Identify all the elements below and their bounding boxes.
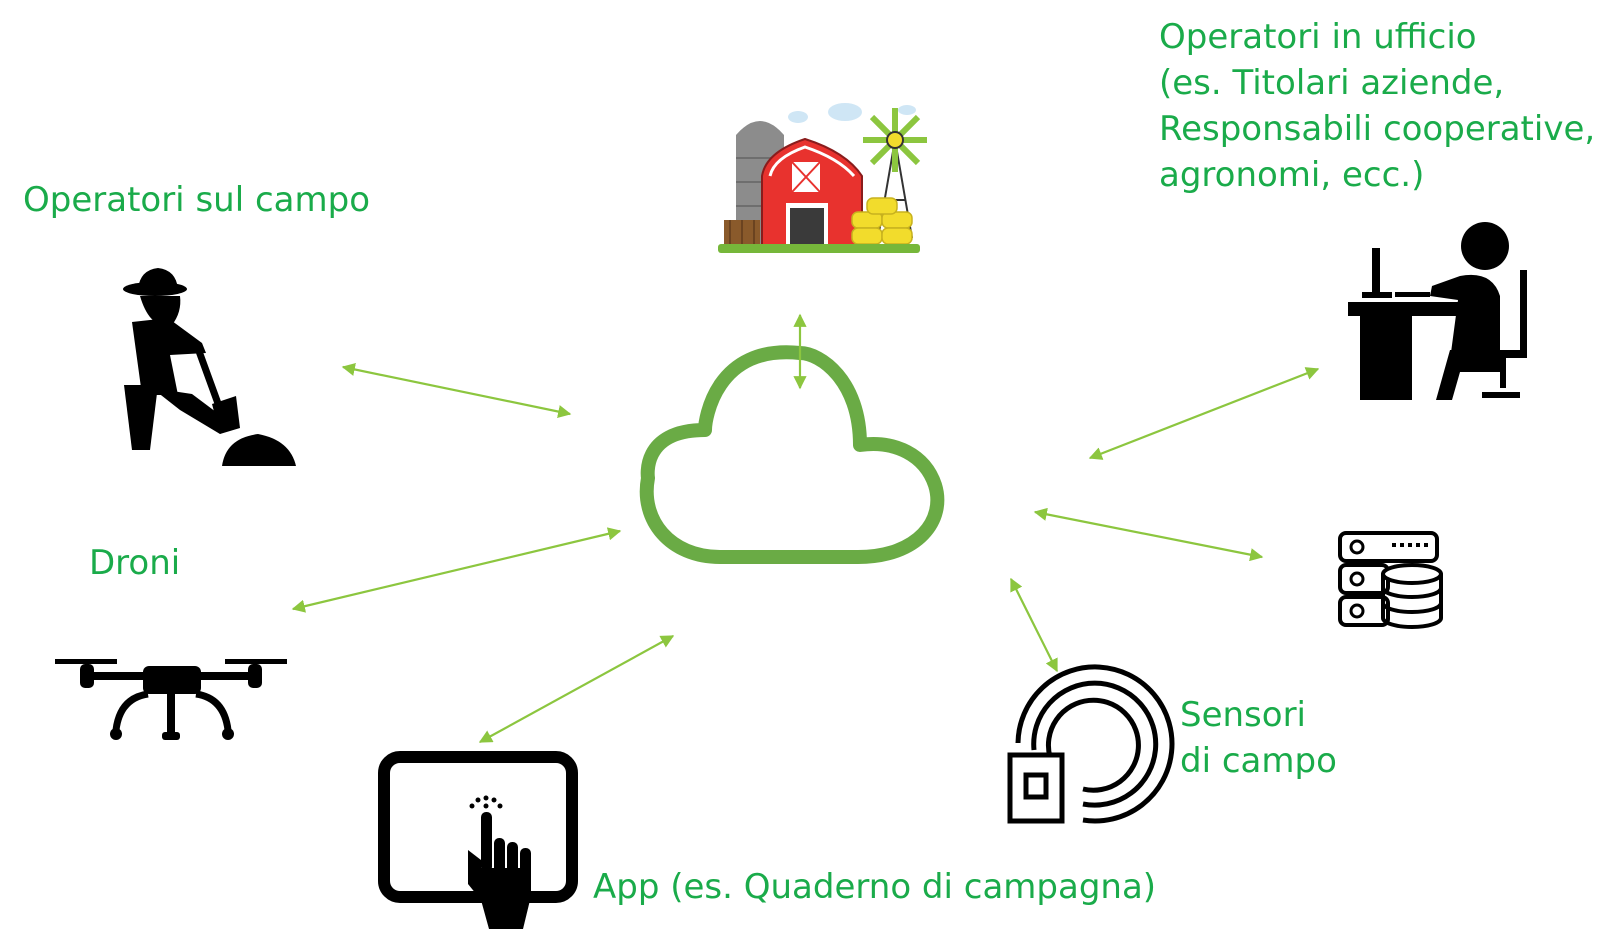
farmer-digging-icon (123, 268, 296, 466)
label-office-operators-line: Responsabili cooperative, (1159, 109, 1596, 149)
arrow-office-operators (1088, 367, 1320, 460)
label-app: App (es. Quaderno di campagna) (593, 864, 1156, 910)
label-app-line: App (es. Quaderno di campagna) (593, 867, 1157, 907)
label-drones-line: Droni (89, 543, 181, 583)
arrow-drones (291, 527, 622, 613)
connection-arrows (291, 313, 1320, 743)
tablet-touch-icon (378, 751, 578, 929)
arrow-sensors (1010, 577, 1058, 673)
database-server-icon (1338, 531, 1443, 629)
label-drones: Droni (89, 540, 180, 586)
office-worker-icon (1348, 222, 1527, 400)
arrow-field-operators (341, 362, 572, 419)
cloud-icon (639, 345, 945, 564)
label-field-sensors-line: Sensori (1180, 695, 1306, 735)
arrow-database (1033, 507, 1264, 562)
label-office-operators-line: Operatori in ufficio (1159, 17, 1477, 57)
label-field-sensors: Sensori di campo (1180, 692, 1337, 784)
arrow-app (478, 635, 675, 743)
label-field-operators: Operatori sul campo (23, 177, 370, 223)
label-office-operators-line: (es. Titolari aziende, (1159, 63, 1505, 103)
label-office-operators: Operatori in ufficio (es. Titolari azien… (1159, 14, 1595, 198)
label-office-operators-line: agronomi, ecc.) (1159, 155, 1425, 195)
label-field-operators-line: Operatori sul campo (23, 180, 370, 220)
sensor-icon (1007, 664, 1175, 824)
drone-icon (55, 659, 287, 740)
label-field-sensors-line: di campo (1180, 741, 1337, 781)
farm-icon (718, 103, 927, 253)
